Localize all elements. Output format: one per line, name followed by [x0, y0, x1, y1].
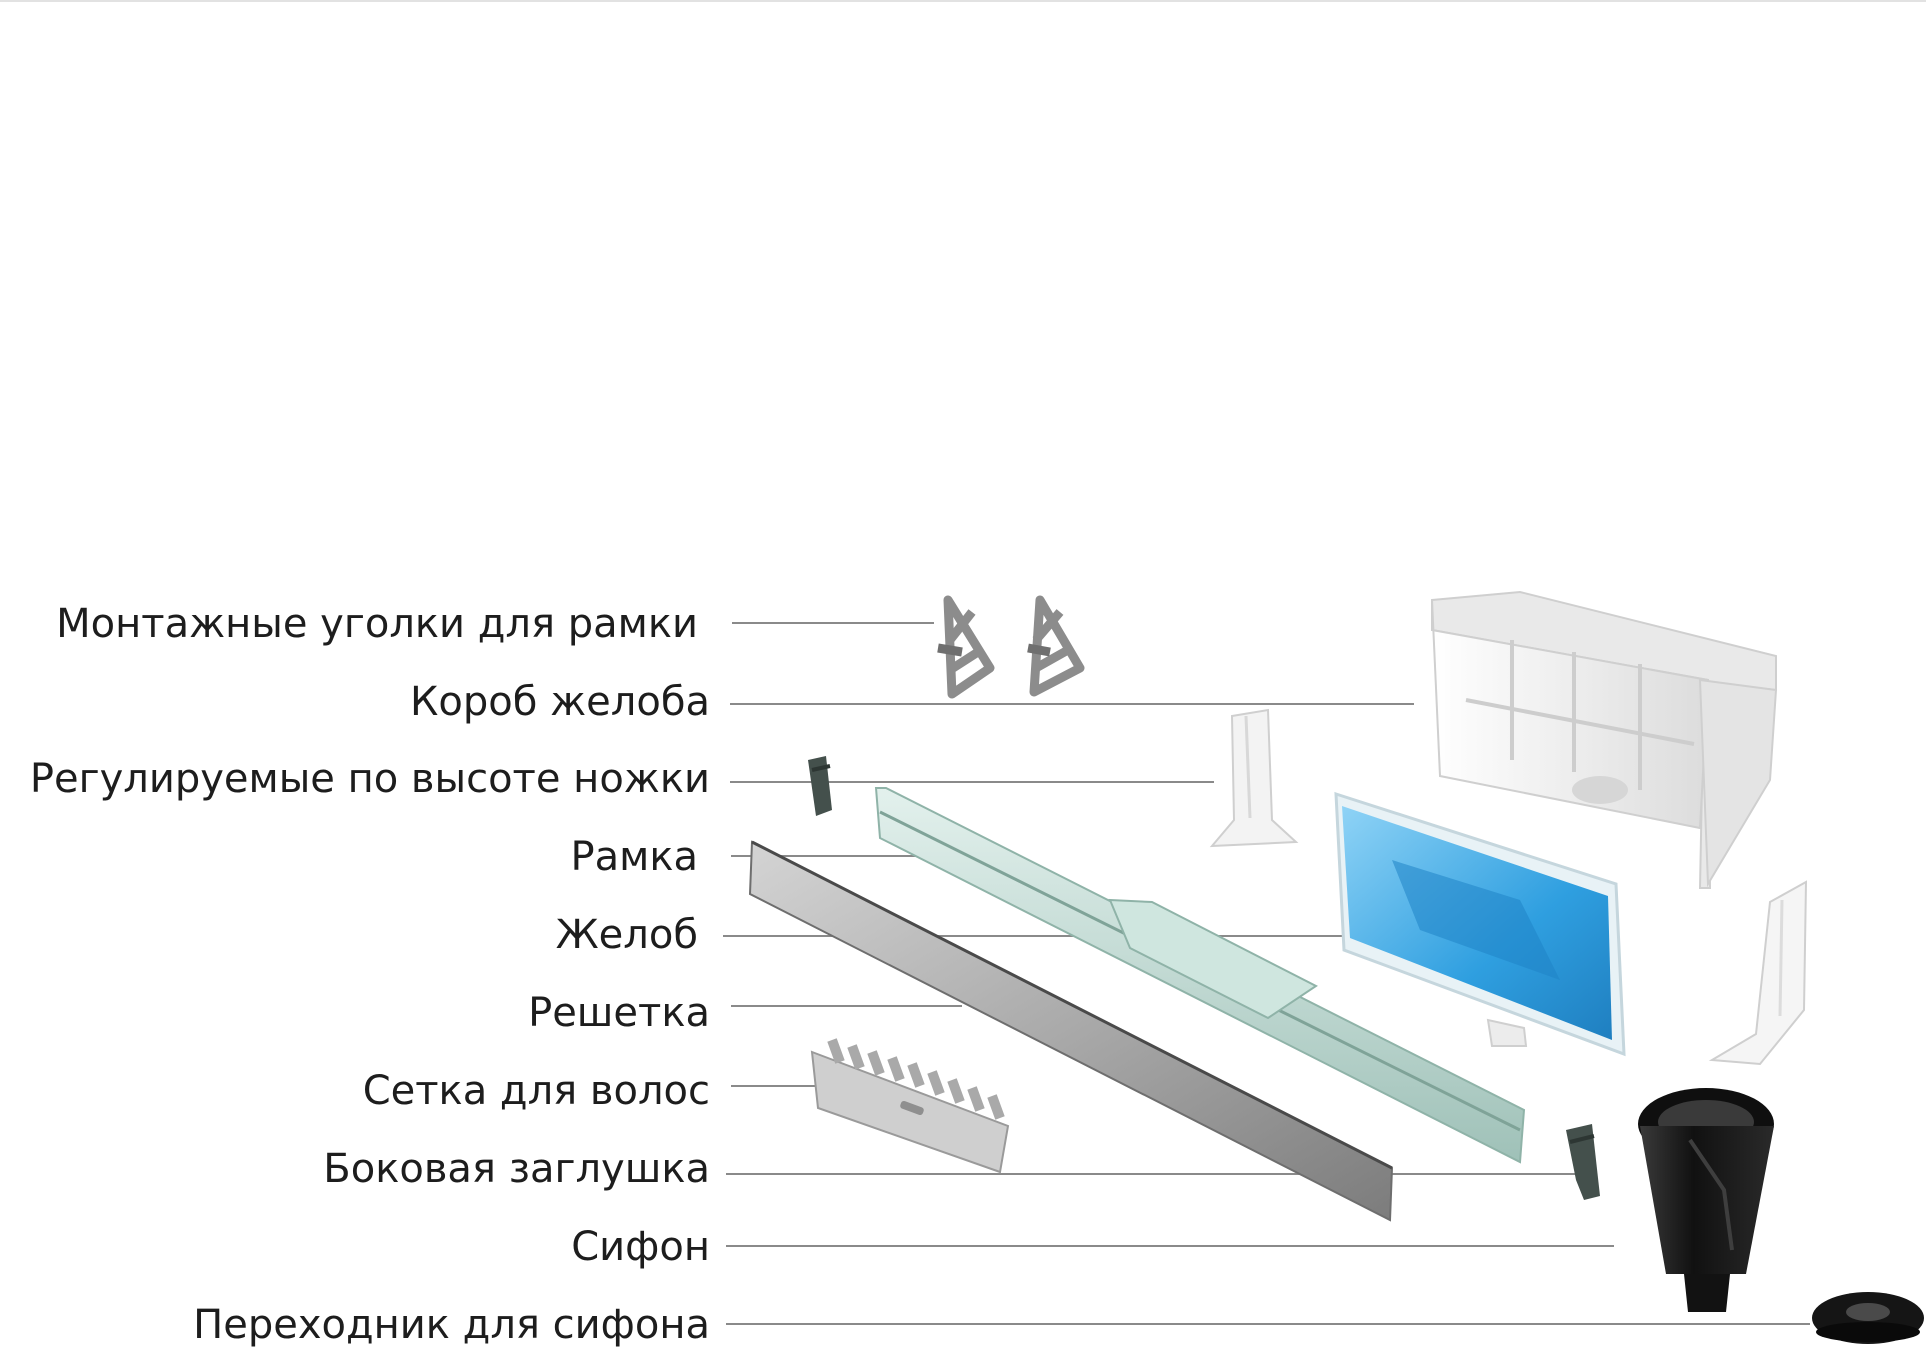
label-siphon-adapter: Переходник для сифона	[193, 1302, 710, 1348]
siphon-adapter	[1812, 1292, 1924, 1344]
siphon	[1638, 1088, 1774, 1312]
mounting-bracket-right	[1027, 595, 1085, 697]
label-side-cap: Боковая заглушка	[323, 1146, 710, 1192]
channel-box	[1431, 590, 1778, 889]
label-grate: Решетка	[528, 990, 710, 1036]
adjustable-leg-right	[1708, 880, 1808, 1066]
side-cap-right	[1566, 1124, 1600, 1200]
label-adjustable-legs: Регулируемые по высоте ножки	[29, 756, 710, 802]
label-mounting-brackets: Монтажные уголки для рамки	[56, 601, 698, 647]
frame	[874, 787, 1526, 1164]
label-channel: Желоб	[555, 912, 698, 958]
label-frame: Рамка	[570, 834, 698, 880]
grate	[748, 840, 1394, 1222]
hair-strainer	[810, 1038, 1010, 1174]
mounting-bracket-left	[937, 595, 995, 699]
adjustable-leg-left	[1209, 708, 1299, 848]
label-channel-box: Короб желоба	[410, 679, 710, 725]
label-hair-strainer: Сетка для волос	[362, 1068, 710, 1114]
top-divider	[0, 0, 1926, 2]
side-cap-left	[808, 756, 832, 816]
label-siphon: Сифон	[571, 1224, 710, 1270]
channel	[1334, 791, 1626, 1057]
